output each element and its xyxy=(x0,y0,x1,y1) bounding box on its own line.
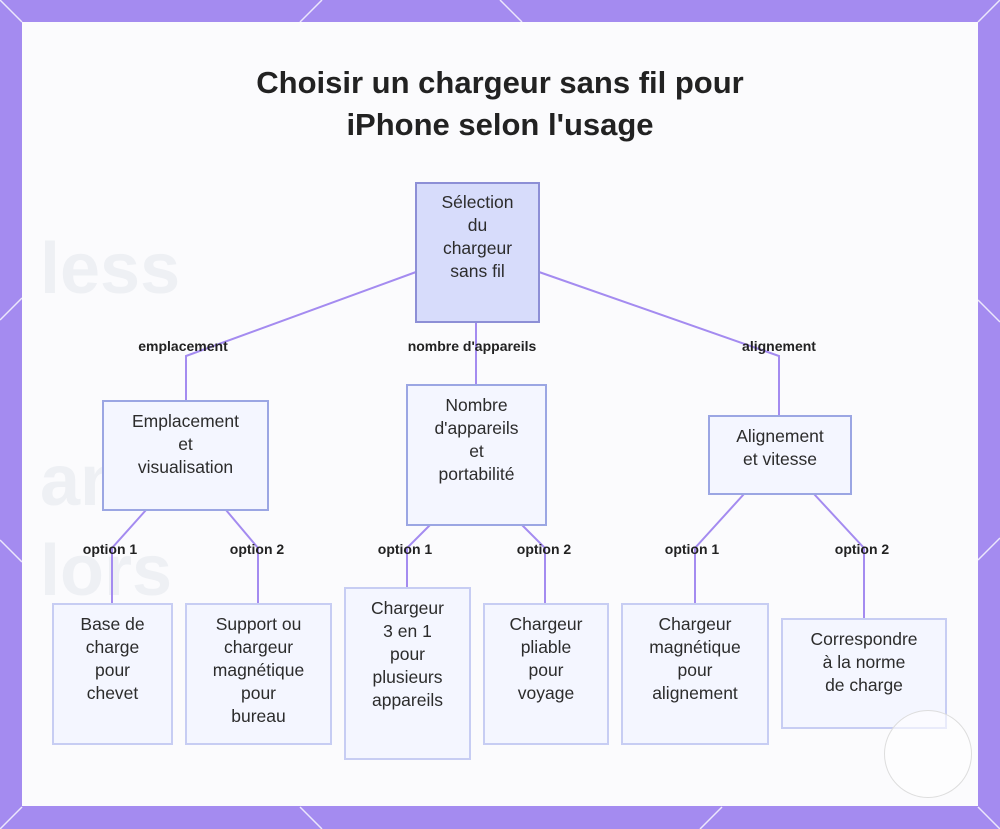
leaf-line: pour xyxy=(94,660,131,680)
leaf-node-pliable: Chargeur pliable pour voyage xyxy=(483,603,609,745)
leaf-node-magnetique: Chargeur magnétique pour alignement xyxy=(621,603,769,745)
leaf-line: Chargeur xyxy=(658,614,732,634)
root-line: Sélection xyxy=(441,192,514,212)
title-line-2: iPhone selon l'usage xyxy=(346,107,654,142)
leaf-node-support: Support ou chargeur magnétique pour bure… xyxy=(185,603,332,745)
branch-node-emplacement: Emplacement et visualisation xyxy=(102,400,269,511)
leaf-line: plusieurs xyxy=(372,667,443,687)
leaf-line: pour xyxy=(677,660,713,680)
edge-emplacement-support xyxy=(225,509,259,604)
leaf-line: chargeur xyxy=(223,637,294,657)
edge-label-option2: option 2 xyxy=(834,541,890,557)
branch-line: portabilité xyxy=(438,464,515,484)
edge-nombre-pliable xyxy=(521,524,546,604)
edge-label-option2: option 2 xyxy=(516,541,572,557)
leaf-line: pour xyxy=(528,660,564,680)
leaf-line: charge xyxy=(85,637,140,657)
leaf-line: chevet xyxy=(86,683,139,703)
edge-root-emplacement xyxy=(185,271,417,401)
branch-line: et xyxy=(469,441,484,461)
edge-alignement-magnetique xyxy=(694,493,745,604)
logo-badge-icon xyxy=(884,710,972,798)
leaf-line: Support ou xyxy=(215,614,302,634)
leaf-line: pliable xyxy=(520,637,572,657)
background-watermark: lors xyxy=(40,531,173,611)
leaf-line: magnétique xyxy=(649,637,741,657)
edge-label-option1: option 1 xyxy=(377,541,433,557)
branch-node-alignement: Alignement et vitesse xyxy=(708,415,852,495)
leaf-line: bureau xyxy=(231,706,286,726)
edge-label-nombre: nombre d'appareils xyxy=(407,338,537,354)
edge-alignement-norme xyxy=(813,493,865,619)
leaf-line: alignement xyxy=(652,683,738,703)
leaf-line: 3 en 1 xyxy=(383,621,432,641)
edge-label-option1: option 1 xyxy=(664,541,720,557)
edge-label-emplacement: emplacement xyxy=(138,338,228,354)
leaf-line: pour xyxy=(389,644,426,664)
edge-root-alignement xyxy=(538,271,780,416)
branch-line: d'appareils xyxy=(434,418,519,438)
branch-line: Nombre xyxy=(445,395,508,415)
root-line: du xyxy=(467,215,488,235)
leaf-line: pour xyxy=(240,683,277,703)
leaf-node-base: Base de charge pour chevet xyxy=(52,603,173,745)
branch-line: et xyxy=(178,434,193,454)
branch-line: et vitesse xyxy=(743,449,817,469)
branch-line: Alignement xyxy=(736,426,824,446)
edge-label-option1: option 1 xyxy=(82,541,138,557)
edge-label-alignement: alignement xyxy=(742,338,816,354)
leaf-line: Base de xyxy=(80,614,145,634)
leaf-line: Correspondre xyxy=(810,629,918,649)
branch-line: visualisation xyxy=(137,457,234,477)
leaf-line: magnétique xyxy=(212,660,305,680)
edge-emplacement-base xyxy=(111,509,147,604)
leaf-line: voyage xyxy=(517,683,575,703)
leaf-line: Chargeur xyxy=(509,614,583,634)
branch-node-nombre: Nombre d'appareils et portabilité xyxy=(406,384,547,526)
leaf-line: Chargeur xyxy=(371,598,444,618)
root-line: sans fil xyxy=(450,261,505,281)
edge-nombre-trois xyxy=(406,524,431,588)
root-line: chargeur xyxy=(442,238,513,258)
leaf-line: de charge xyxy=(825,675,903,695)
leaf-node-norme: Correspondre à la norme de charge xyxy=(781,618,947,729)
root-node: Sélection du chargeur sans fil xyxy=(415,182,540,323)
branch-line: Emplacement xyxy=(132,411,239,431)
leaf-line: à la norme xyxy=(822,652,906,672)
background-watermark: less xyxy=(40,229,181,309)
diagram-title: Choisir un chargeur sans fil pour iPhone… xyxy=(180,62,820,146)
leaf-line: appareils xyxy=(371,690,444,710)
title-line-1: Choisir un chargeur sans fil pour xyxy=(256,65,744,100)
edge-label-option2: option 2 xyxy=(229,541,285,557)
leaf-node-trois: Chargeur 3 en 1 pour plusieurs appareils xyxy=(344,587,471,760)
